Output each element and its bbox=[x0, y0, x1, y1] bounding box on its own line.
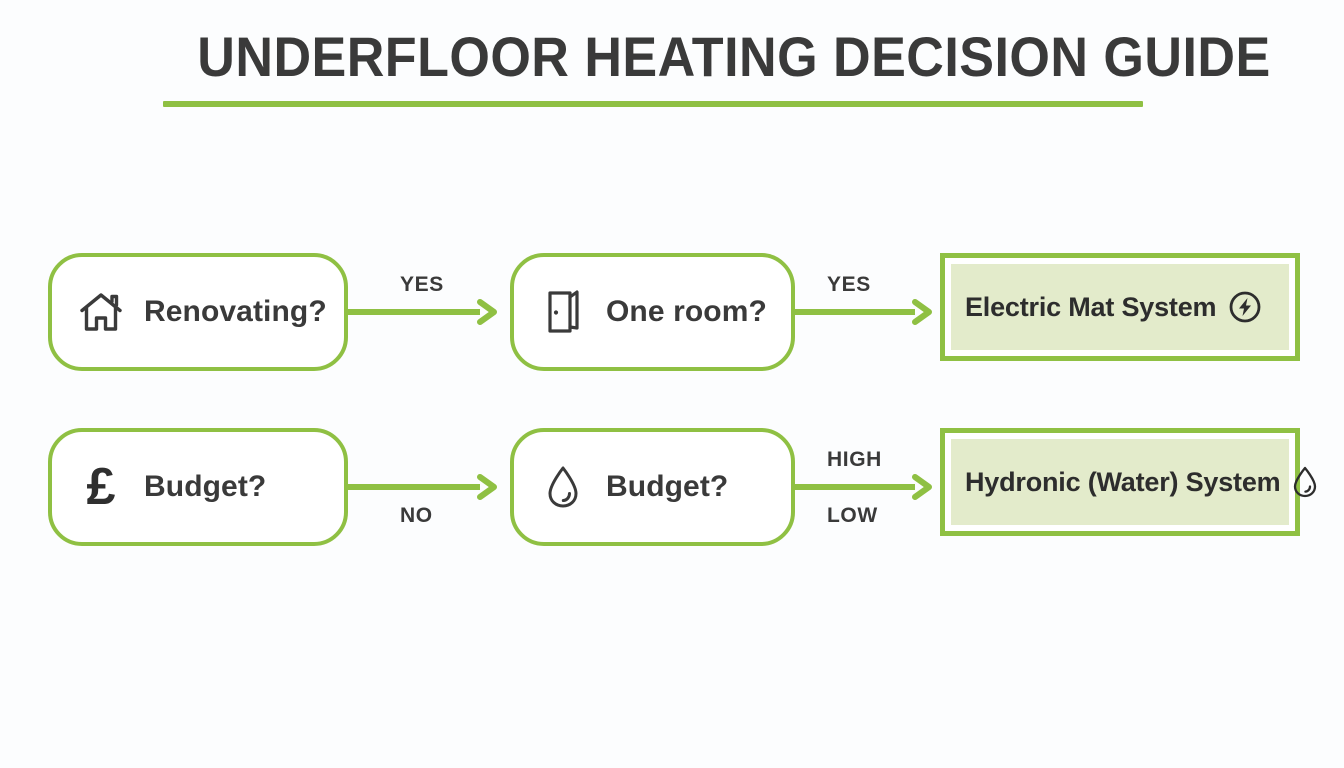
water-droplet-icon bbox=[1292, 465, 1318, 499]
pound-glyph: £ bbox=[86, 458, 116, 516]
connector-budget-to-budget: NO bbox=[348, 428, 510, 548]
decision-node-label: Budget? bbox=[606, 470, 729, 503]
lightning-bolt-circle-icon bbox=[1228, 290, 1262, 324]
house-icon bbox=[78, 287, 124, 337]
decision-node-budget-level[interactable]: Budget? bbox=[510, 428, 795, 546]
water-droplet-icon bbox=[540, 462, 586, 512]
connector-oneroom-to-electric: YES bbox=[795, 253, 940, 373]
page-title: UNDERFLOOR HEATING DECISION GUIDE bbox=[197, 25, 1271, 88]
connector-line bbox=[348, 309, 480, 315]
decision-node-one-room[interactable]: One room? bbox=[510, 253, 795, 371]
connector-line bbox=[348, 484, 480, 490]
door-icon bbox=[540, 287, 586, 337]
result-box-inner: Hydronic (Water) System bbox=[951, 439, 1317, 525]
connector-budget-to-hydronic: HIGH LOW bbox=[795, 428, 940, 548]
pound-sterling-icon: £ bbox=[78, 458, 124, 516]
flow-row-budget-path: £ Budget? NO Budget? bbox=[0, 428, 1344, 548]
result-label: Electric Mat System bbox=[965, 291, 1217, 322]
decision-node-label: Renovating? bbox=[144, 295, 327, 328]
connector-label-yes: YES bbox=[400, 273, 444, 296]
decision-node-budget-cost[interactable]: £ Budget? bbox=[48, 428, 348, 546]
connector-renovating-to-oneroom: YES bbox=[348, 253, 510, 373]
connector-label-high: HIGH bbox=[827, 448, 882, 471]
result-box-hydronic[interactable]: Hydronic (Water) System bbox=[940, 428, 1317, 536]
result-box-electric-mat[interactable]: Electric Mat System bbox=[940, 253, 1300, 361]
decision-node-renovating[interactable]: Renovating? bbox=[48, 253, 348, 371]
result-label: Hydronic (Water) System bbox=[965, 466, 1281, 497]
connector-line bbox=[795, 309, 915, 315]
connector-label-low: LOW bbox=[827, 504, 878, 527]
connector-label-yes: YES bbox=[827, 273, 871, 296]
title-underline-rule bbox=[163, 100, 1143, 107]
connector-line bbox=[795, 484, 915, 490]
connector-label-no: NO bbox=[400, 504, 433, 527]
flow-row-renovating-path: Renovating? YES One room? bbox=[0, 253, 1344, 373]
decision-node-label: Budget? bbox=[144, 470, 267, 503]
page-header: UNDERFLOOR HEATING DECISION GUIDE bbox=[163, 25, 1271, 107]
decision-node-label: One room? bbox=[606, 295, 767, 328]
result-box-inner: Electric Mat System bbox=[951, 264, 1289, 350]
